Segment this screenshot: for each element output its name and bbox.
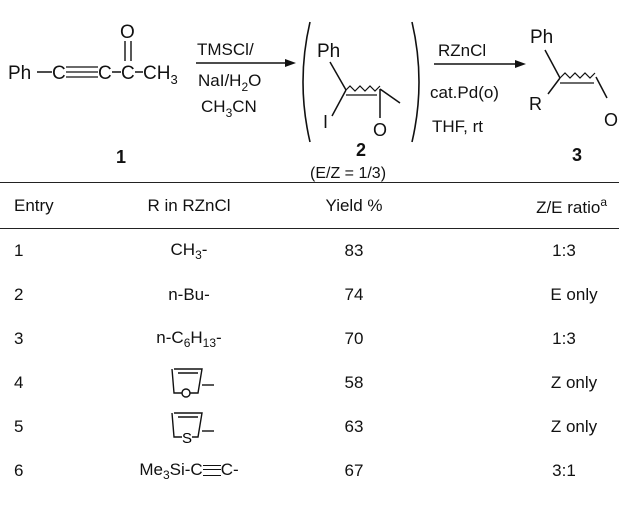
step-2-reagent-a: RZnCl [438, 41, 486, 60]
table-row: 4 58 Z only [0, 361, 619, 405]
compound-1: Ph C C C O CH3 1 [8, 22, 178, 167]
compound-3-o: O [604, 110, 618, 130]
r-mid: Si-C [169, 460, 203, 479]
compound-2-o: O [373, 120, 387, 140]
compound-2-ph: Ph [317, 41, 340, 62]
compound-2: Ph I O 2 (E/Z = 1/3) [302, 21, 420, 182]
triple-bond-icon [202, 465, 221, 477]
cell-entry: 2 [14, 285, 24, 304]
cell-ratio: 1:3 [552, 241, 576, 260]
cell-r: Me3Si-C C- [109, 449, 269, 493]
cell-entry: 6 [14, 461, 24, 480]
compound-1-c2: C [98, 63, 112, 84]
header-ratio: Z/E ratioa [439, 184, 619, 229]
compound-2-ratio: (E/Z = 1/3) [310, 165, 386, 182]
cell-yield: 74 [344, 285, 364, 304]
step-2: RZnCl cat.Pd(o) THF, rt [430, 41, 526, 136]
r-main: n-Bu- [168, 285, 210, 304]
compound-1-ch3-sub: 3 [170, 72, 177, 87]
table-header-row: Entry R in RZnCl Yield % Z/E ratioa [0, 184, 619, 229]
r-tail: C- [220, 460, 239, 479]
cell-yield: 67 [344, 461, 364, 480]
compound-3-label: 3 [572, 145, 582, 165]
step-1-reagent-b: NaI/H [198, 71, 241, 90]
r-main: Me [139, 460, 163, 479]
r-tail: - [201, 240, 208, 259]
compound-1-ph: Ph [8, 63, 31, 84]
thienyl-s: S [182, 430, 192, 447]
r-sub2: 13 [202, 336, 217, 350]
r-tail: - [216, 328, 222, 347]
cell-yield: 63 [344, 417, 364, 436]
compound-1-label: 1 [116, 147, 126, 167]
header-ratio-text: Z/E ratio [536, 197, 601, 217]
svg-text:NaI/H2O: NaI/H2O [198, 71, 261, 94]
compound-3: Ph R O 3 [529, 27, 618, 165]
results-table: Entry R in RZnCl Yield % Z/E ratioa 1 CH… [0, 184, 619, 493]
thienyl-ring-icon: S [171, 412, 214, 447]
svg-text:CH3CN: CH3CN [201, 97, 257, 120]
compound-1-c3: C [121, 63, 135, 84]
cell-ratio: E only [550, 285, 598, 304]
r-sub: 6 [183, 336, 191, 350]
cell-ratio: Z only [550, 373, 598, 392]
cell-r: n-Bu- [109, 273, 269, 317]
cell-r: n-C6H13- [109, 317, 269, 361]
compound-3-r: R [529, 94, 542, 114]
cell-ratio: 3:1 [552, 461, 576, 480]
compound-1-ch3: CH [143, 63, 170, 84]
compound-1-c1: C [52, 63, 66, 84]
cell-entry: 1 [14, 241, 24, 260]
r-sub: 3 [162, 468, 170, 482]
header-entry: Entry [14, 196, 54, 215]
step-1-reagent-b-sub: 2 [241, 80, 248, 94]
header-r: R in RZnCl [147, 196, 231, 215]
step-2-reagent-c: THF, rt [432, 117, 483, 136]
r-mid: H [190, 328, 203, 347]
cell-yield: 58 [344, 373, 364, 392]
cell-ratio: 1:3 [552, 329, 576, 348]
cell-r: S [109, 405, 269, 449]
reaction-scheme: Ph C C C O CH3 1 TMSCl/ NaI/H2O CH3CN Ph… [8, 21, 618, 182]
step-1-reagent-c-tail: CN [232, 97, 257, 116]
cell-entry: 4 [14, 373, 24, 392]
r-main: CH [170, 240, 196, 259]
cell-entry: 3 [14, 329, 24, 348]
compound-1-o: O [120, 22, 135, 43]
table-row: 6 Me3Si-C C- 67 3:1 [0, 449, 619, 493]
step-1-reagent-b-tail: O [248, 71, 261, 90]
compound-2-label: 2 [356, 140, 366, 160]
cell-yield: 70 [344, 329, 364, 348]
step-1: TMSCl/ NaI/H2O CH3CN [196, 40, 296, 120]
table-row: 1 CH3- 83 1:3 [0, 228, 619, 274]
compound-3-ph: Ph [530, 27, 553, 48]
cell-entry: 5 [14, 417, 24, 436]
cell-ratio: Z only [550, 417, 598, 436]
header-yield: Yield % [325, 196, 383, 215]
furyl-ring-icon [171, 368, 214, 398]
header-ratio-footnote: a [600, 194, 607, 209]
table-row: 5 S 63 Z only [0, 405, 619, 449]
cell-yield: 83 [344, 241, 364, 260]
r-main: n-C [156, 328, 184, 347]
cell-r [109, 361, 269, 405]
table-row: 3 n-C6H13- 70 1:3 [0, 317, 619, 361]
compound-2-i: I [323, 112, 328, 132]
r-sub: 3 [195, 248, 202, 262]
cell-r: CH3- [109, 229, 269, 274]
step-2-reagent-b: cat.Pd(o) [430, 83, 499, 102]
step-1-reagent-a: TMSCl/ [197, 40, 254, 59]
step-1-reagent-c-sub: 3 [226, 106, 233, 120]
step-1-reagent-c: CH [201, 97, 226, 116]
svg-text:CH3: CH3 [143, 63, 178, 87]
table-row: 2 n-Bu- 74 E only [0, 273, 619, 317]
table-top-rule [0, 182, 619, 183]
